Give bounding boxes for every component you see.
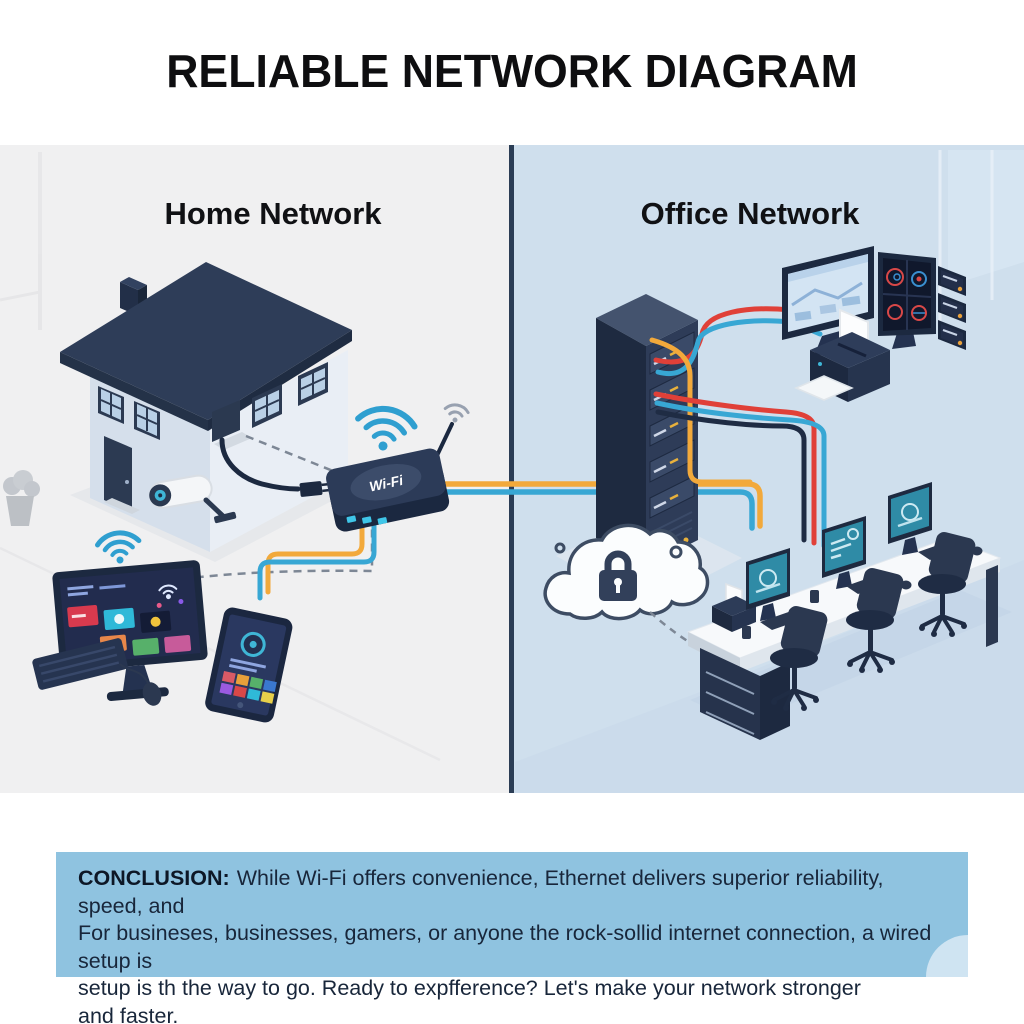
printer-icon [794, 308, 890, 402]
ethernet-cable-yellow [649, 337, 753, 485]
ethernet-cable-blue [257, 523, 377, 601]
workstation-desk-icon [686, 482, 1012, 740]
antenna-signal-icon [443, 403, 470, 423]
wireless-link-dashed [167, 528, 374, 583]
security-camera-icon [149, 474, 237, 524]
wireless-link-dashed [245, 434, 339, 475]
home-network-heading: Home Network [164, 196, 382, 231]
desk-monitor-icon [822, 516, 866, 589]
ethernet-cable-blue [655, 318, 823, 377]
conclusion-line-3: setup is th the way to go. Ready to expf… [78, 976, 861, 1000]
desk-monitor-icon [888, 482, 932, 555]
house-window [252, 384, 282, 428]
conclusion-line-2: For busineses, businesses, gamers, or an… [78, 921, 932, 973]
ethernet-cable-blue [654, 400, 827, 549]
mouse-icon [119, 663, 162, 706]
monitoring-displays-icon [782, 246, 966, 356]
house-door [104, 436, 132, 512]
conclusion-line-1: CONCLUSION:While Wi-Fi offers convenienc… [78, 866, 884, 918]
conclusion-label: CONCLUSION: [78, 866, 230, 890]
conclusion-box: CONCLUSION:While Wi-Fi offers convenienc… [56, 852, 968, 1024]
wifi-signal-icon [355, 405, 418, 451]
office-cables [649, 306, 827, 549]
status-panel-stack [938, 266, 966, 350]
keyboard-icon [32, 638, 128, 690]
plant-icon [3, 470, 40, 526]
secure-cloud-icon [543, 523, 715, 659]
ethernet-cable-dark [655, 409, 807, 543]
router-label: Wi-Fi [368, 472, 406, 495]
conclusion-line-4: and faster. [78, 1003, 179, 1024]
page-title: RELIABLE NETWORK DIAGRAM [166, 45, 858, 97]
home-cables [167, 434, 377, 601]
tv-wifi-graphic [156, 584, 184, 608]
ethernet-cable-blue [435, 489, 755, 531]
desk-monitor-icon [746, 548, 790, 621]
graph-monitor [878, 252, 936, 336]
tablet-icon [205, 607, 293, 723]
house-window [134, 401, 160, 440]
panel-divider [509, 145, 514, 793]
house-icon [60, 262, 368, 562]
wifi-router-icon: Wi-Fi [326, 403, 470, 532]
wifi-signal-icon [95, 530, 142, 564]
house-window [98, 386, 124, 424]
lock-icon [599, 550, 637, 601]
house-window [298, 362, 328, 406]
desk-printer-icon [712, 582, 756, 632]
cup-icon [742, 590, 819, 639]
ethernet-cable-dark [219, 437, 301, 492]
office-network-heading: Office Network [640, 196, 860, 231]
